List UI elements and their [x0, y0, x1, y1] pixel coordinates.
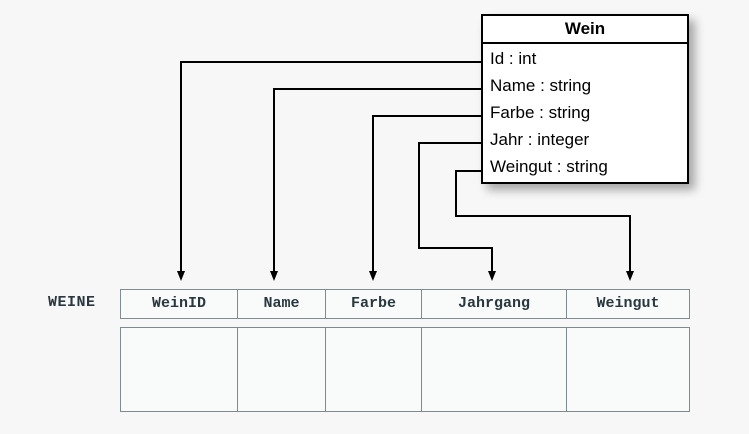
connector-jahr-to-jahrgang [418, 142, 496, 281]
relational-table: WeinID Name Farbe Jahrgang Weingut [120, 289, 690, 412]
table-header-jahrgang: Jahrgang [421, 289, 567, 319]
table-name-label: WEINE [48, 294, 96, 311]
connector-weingut-to-weingut [455, 170, 634, 281]
connector-name-to-name [270, 88, 481, 281]
class-attribute-list: Id : int Name : string Farbe : string Ja… [483, 44, 687, 182]
table-cell-farbe [325, 327, 422, 412]
class-name-title: Wein [483, 16, 687, 44]
table-cell-name [237, 327, 326, 412]
table-cell-jahrgang [421, 327, 567, 412]
table-header-weingut: Weingut [566, 289, 690, 319]
table-header-weinid: WeinID [120, 289, 238, 319]
table-header-name: Name [237, 289, 326, 319]
class-attribute-weingut: Weingut : string [490, 157, 608, 176]
class-attribute-name: Name : string [490, 76, 592, 95]
uml-class-box[interactable]: Wein Id : int Name : string Farbe : stri… [481, 14, 689, 184]
connector-id-to-weinid [177, 61, 481, 281]
class-attribute-jahr: Jahr : integer [490, 130, 590, 149]
table-row [120, 327, 690, 412]
class-attribute-id: Id : int [490, 49, 537, 68]
table-cell-weingut [566, 327, 690, 412]
table-header-farbe: Farbe [325, 289, 422, 319]
table-cell-weinid [120, 327, 238, 412]
table-header-row: WeinID Name Farbe Jahrgang Weingut [120, 289, 690, 319]
connector-farbe-to-farbe [369, 115, 481, 281]
class-attribute-farbe: Farbe : string [490, 103, 591, 122]
